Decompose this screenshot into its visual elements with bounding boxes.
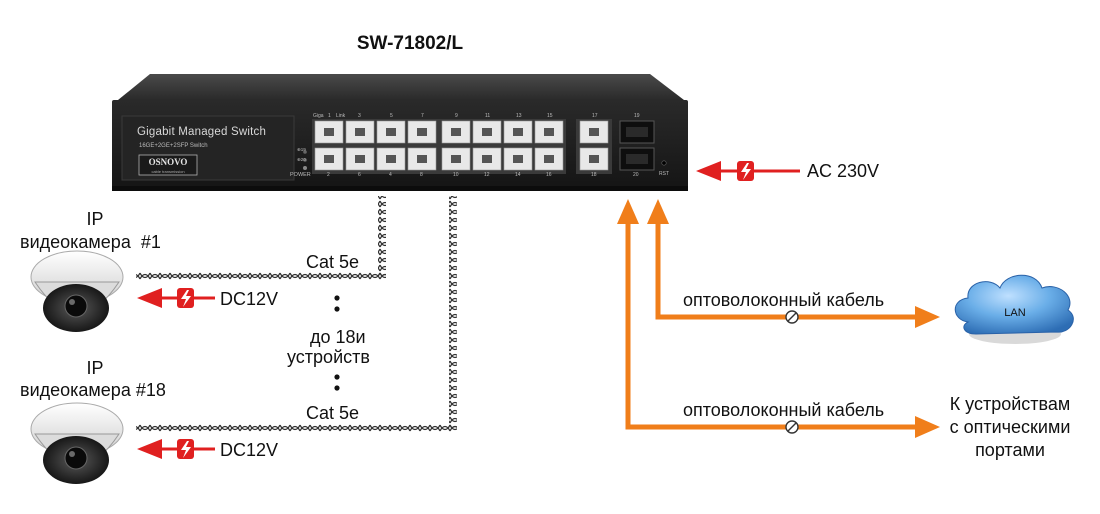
led-label: ⊕20 <box>297 157 306 162</box>
camera18-label-ip: IP <box>86 358 104 378</box>
port-label: 11 <box>485 113 491 119</box>
ip-camera-1 <box>30 250 124 332</box>
port-label: 6 <box>358 172 361 178</box>
port-label: 2 <box>327 172 330 178</box>
rj45-ports <box>312 119 566 174</box>
device-count-line2: устройств <box>287 347 370 367</box>
optical-devices-line3: портами <box>975 440 1045 460</box>
port-label: 12 <box>484 172 490 178</box>
optical-devices-line1: К устройствам <box>949 394 1071 414</box>
port-label: 14 <box>515 172 521 178</box>
brand-tagline: cable transmission <box>151 169 185 174</box>
port-label: 8 <box>420 172 423 178</box>
brand-logo: OSNOVO <box>148 157 188 167</box>
fiber-arrowheads <box>617 199 940 438</box>
port-label: 10 <box>453 172 459 178</box>
port-label: 15 <box>547 113 553 119</box>
port-label: 13 <box>516 113 522 119</box>
power-arrow-camera-18 <box>137 439 215 459</box>
port-label: 19 <box>634 113 640 119</box>
port-label: 16 <box>546 172 552 178</box>
camera1-label-ip: IP <box>86 209 104 229</box>
ip-camera-18 <box>30 402 124 484</box>
lan-cloud-icon <box>954 274 1074 344</box>
camera1-power-label: DC12V <box>220 289 279 309</box>
cable1-label: Cat 5e <box>306 252 360 272</box>
power-label: POWER <box>290 172 311 178</box>
device-count-line1: до 18и <box>310 327 366 347</box>
cable2-label: Cat 5e <box>306 403 360 423</box>
port-label: 17 <box>592 113 598 119</box>
fiber1-label: оптоволоконный кабель <box>683 290 885 310</box>
fiber-cables <box>625 222 918 430</box>
power-arrow-switch <box>696 161 800 181</box>
switch-spec: 16GE+2GE+2SFP Switch <box>139 143 208 149</box>
camera18-label: видеокамера #18 <box>20 380 166 400</box>
port-label: Link <box>336 113 346 119</box>
led-label: ⊕19 <box>297 147 306 152</box>
camera18-power-label: DC12V <box>220 440 279 460</box>
power-arrow-camera-1 <box>137 288 215 308</box>
port-label: 3 <box>358 113 361 119</box>
diagram-title: SW-71802/L <box>356 33 464 54</box>
port-label: 20 <box>633 172 639 178</box>
lan-label: LAN <box>1004 307 1026 319</box>
port-label: 7 <box>421 113 424 119</box>
port-label: 9 <box>455 113 458 119</box>
cat5e-cables <box>136 196 457 432</box>
switch-name: Gigabit Managed Switch <box>137 126 267 138</box>
switch-device <box>112 74 688 191</box>
reset-label: RST <box>659 171 669 177</box>
fiber-connector-icons <box>785 310 799 434</box>
ac-power-label: AC 230V <box>807 161 880 181</box>
port-label: 1 <box>328 113 331 119</box>
port-label: 4 <box>389 172 392 178</box>
reset-button <box>661 160 667 166</box>
ellipsis-dots <box>334 295 340 391</box>
fiber2-label: оптоволоконный кабель <box>683 400 885 420</box>
port-label: 5 <box>390 113 393 119</box>
port-label: 18 <box>591 172 597 178</box>
rj45-ports-17-18 <box>576 119 612 174</box>
camera1-label: видеокамера #1 <box>20 232 161 252</box>
optical-devices-line2: с оптическими <box>949 417 1071 437</box>
port-label: Giga <box>313 113 324 119</box>
sfp-ports <box>619 120 655 171</box>
